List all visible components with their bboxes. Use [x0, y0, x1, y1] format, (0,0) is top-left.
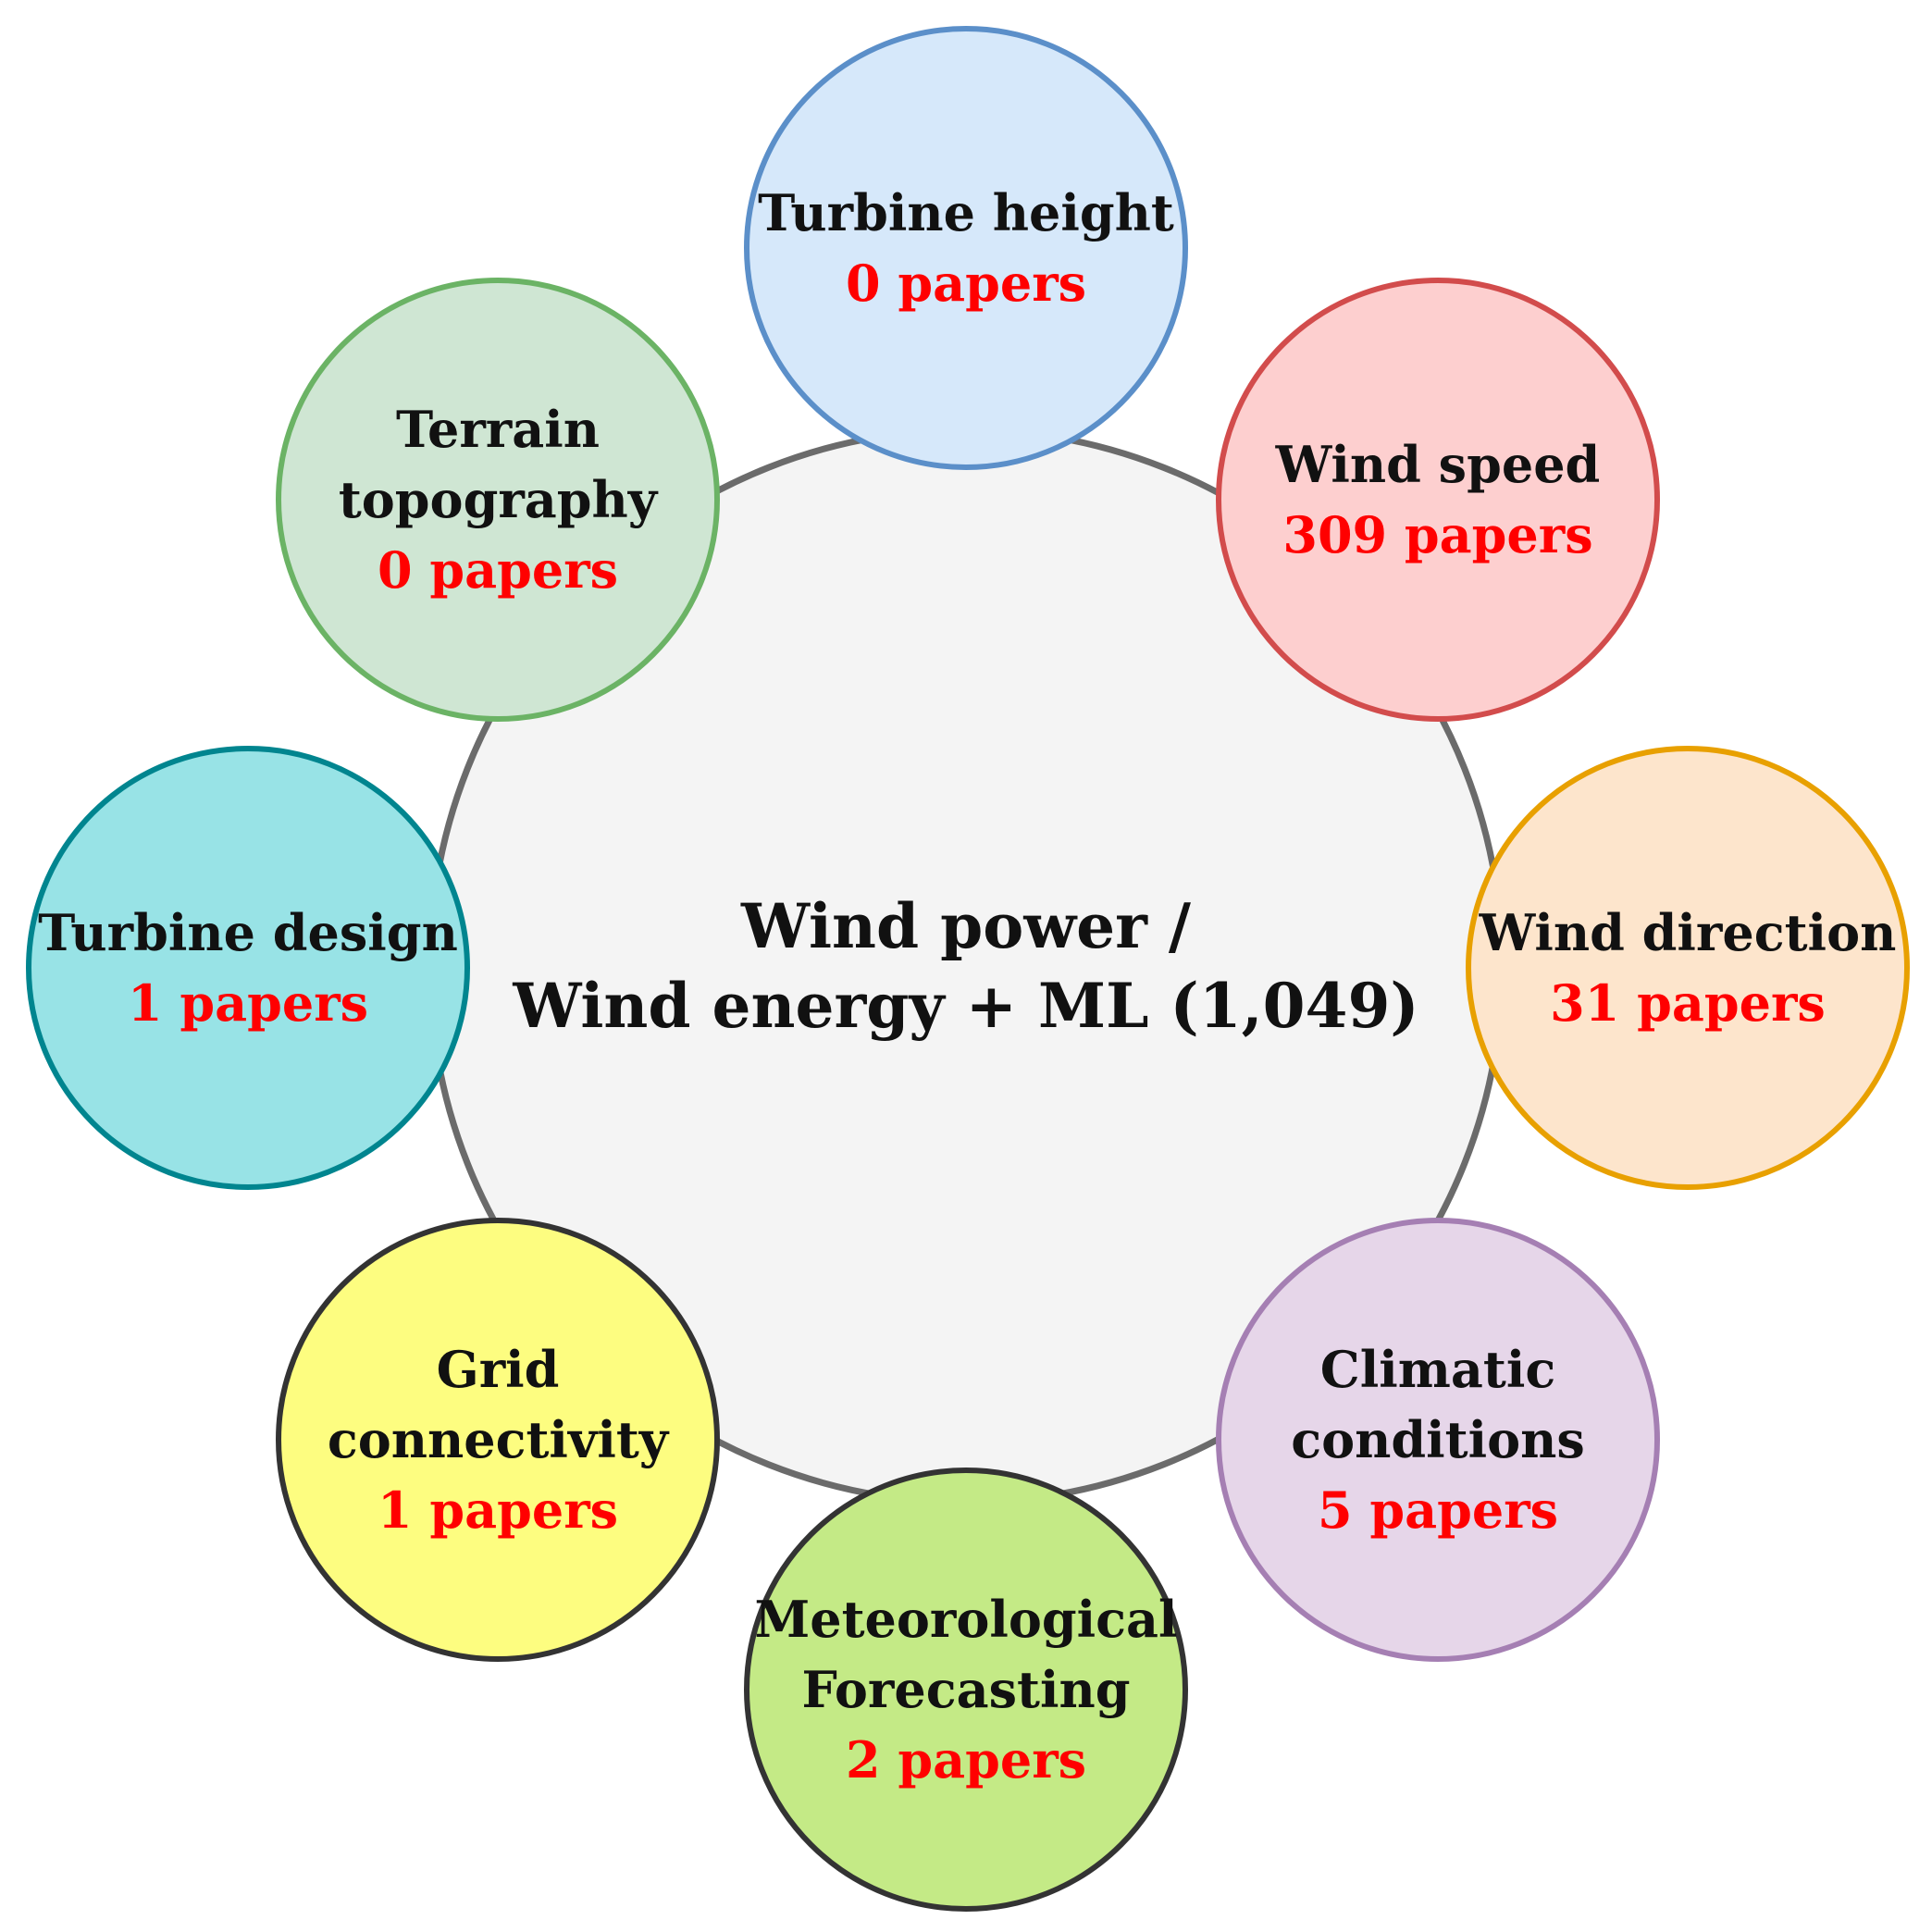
center-title-line2: Wind energy + ML (1,049) — [513, 970, 1419, 1042]
node-count: 309 papers — [1282, 505, 1593, 564]
node-label-line1: Climatic — [1319, 1340, 1556, 1399]
node-count: 1 papers — [377, 1480, 619, 1540]
node-count: 31 papers — [1550, 973, 1826, 1033]
node-count: 0 papers — [377, 540, 619, 600]
node-turbine-height: Turbine height 0 papers — [744, 26, 1188, 470]
node-grid-connectivity: Grid connectivity 1 papers — [276, 1218, 720, 1662]
center-title-line1: Wind power / — [741, 890, 1191, 962]
node-count: 5 papers — [1317, 1480, 1559, 1540]
node-label: Wind direction — [1479, 903, 1897, 962]
node-label-line1: Grid — [436, 1340, 560, 1399]
node-label-line2: Forecasting — [801, 1660, 1131, 1719]
node-climatic-conditions: Climatic conditions 5 papers — [1216, 1218, 1660, 1662]
node-count: 1 papers — [127, 973, 369, 1033]
node-count: 0 papers — [845, 254, 1087, 313]
node-label: Turbine design — [38, 903, 458, 962]
node-label: Turbine height — [758, 183, 1174, 242]
node-meteorological-forecasting: Meteorological Forecasting 2 papers — [744, 1468, 1188, 1912]
node-count: 2 papers — [845, 1730, 1087, 1790]
node-wind-direction: Wind direction 31 papers — [1466, 746, 1910, 1190]
node-label-line1: Meteorological — [754, 1590, 1178, 1649]
node-label: Wind speed — [1275, 435, 1601, 494]
node-turbine-design: Turbine design 1 papers — [26, 746, 470, 1190]
node-terrain-topography: Terrain topography 0 papers — [276, 278, 720, 722]
node-label-line2: topography — [338, 470, 658, 529]
node-label-line2: connectivity — [327, 1410, 669, 1469]
node-wind-speed: Wind speed 309 papers — [1216, 278, 1660, 722]
node-label-line1: Terrain — [395, 400, 600, 459]
node-label-line2: conditions — [1291, 1410, 1585, 1469]
